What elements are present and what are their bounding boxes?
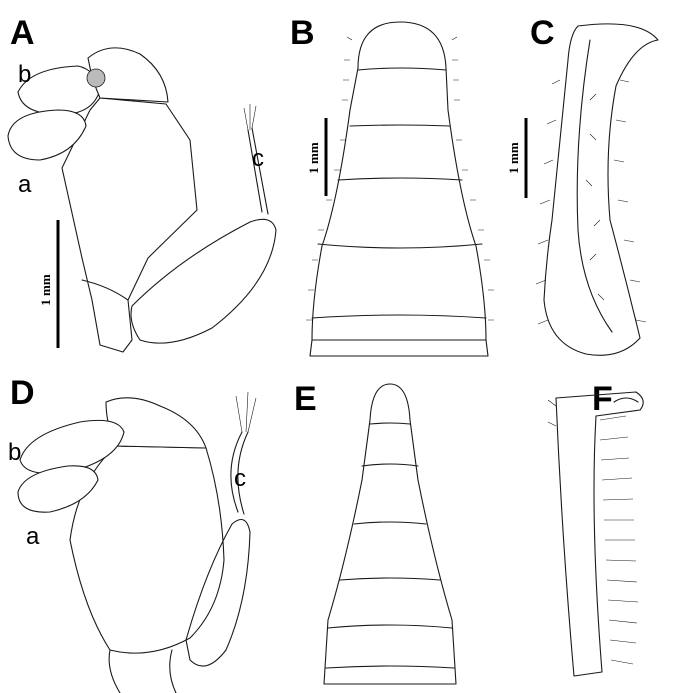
panel-a-c-stalk (247, 127, 269, 215)
panel-a-basis (61, 97, 198, 353)
panel-label-d: D (10, 374, 35, 412)
panel-f-setae (547, 399, 639, 665)
panel-a-part-a: a (18, 171, 32, 198)
panel-f-cap (613, 397, 639, 403)
panel-label-b: B (290, 14, 315, 52)
panel-a: A b a c 1 mm (7, 14, 277, 353)
panel-d-part-a: a (26, 523, 40, 550)
panel-e: E (294, 380, 457, 685)
panel-b-marginal-setae (306, 36, 494, 321)
panel-d-part-c: c (234, 465, 246, 492)
panel-d-basis (69, 445, 225, 654)
panel-a-lower-joint (81, 279, 129, 301)
panel-f-appendage (555, 391, 644, 677)
panel-c: C 1 mm (506, 14, 659, 356)
panel-c-appendage (543, 23, 659, 356)
panel-e-outline (323, 383, 457, 685)
panel-label-a: A (10, 14, 35, 52)
panel-a-appendage-c (130, 218, 277, 344)
panel-d-lobe-a (17, 465, 99, 513)
panel-label-f: F (592, 380, 613, 418)
panel-b-outline (311, 21, 487, 341)
panel-b: B 1 mm (290, 14, 494, 357)
panel-d-c-setae (235, 391, 257, 433)
panel-a-lobe-a (7, 109, 87, 161)
panel-d-part-b: b (8, 439, 21, 466)
panel-c-inner-line (576, 39, 613, 333)
panel-f: F (547, 380, 644, 677)
panel-c-scale-label: 1 mm (506, 142, 521, 174)
panel-label-c: C (530, 14, 555, 52)
panel-a-stipple-spot (86, 68, 106, 88)
panel-a-part-b: b (18, 61, 31, 88)
panel-label-e: E (294, 380, 317, 418)
panel-a-part-c: c (252, 145, 264, 172)
panel-d: D b a c (8, 374, 257, 693)
panel-a-scale-label: 1 mm (38, 274, 53, 306)
panel-d-c-stalk (230, 431, 249, 515)
panel-d-lower-joint (108, 649, 177, 693)
panel-e-segment-lines (325, 422, 455, 669)
panel-b-scale-label: 1 mm (306, 142, 321, 174)
panel-d-appendage-c (185, 518, 251, 667)
panel-b-segment-lines (309, 67, 489, 357)
panel-a-c-setae (243, 104, 257, 131)
panel-c-setae (535, 79, 647, 325)
